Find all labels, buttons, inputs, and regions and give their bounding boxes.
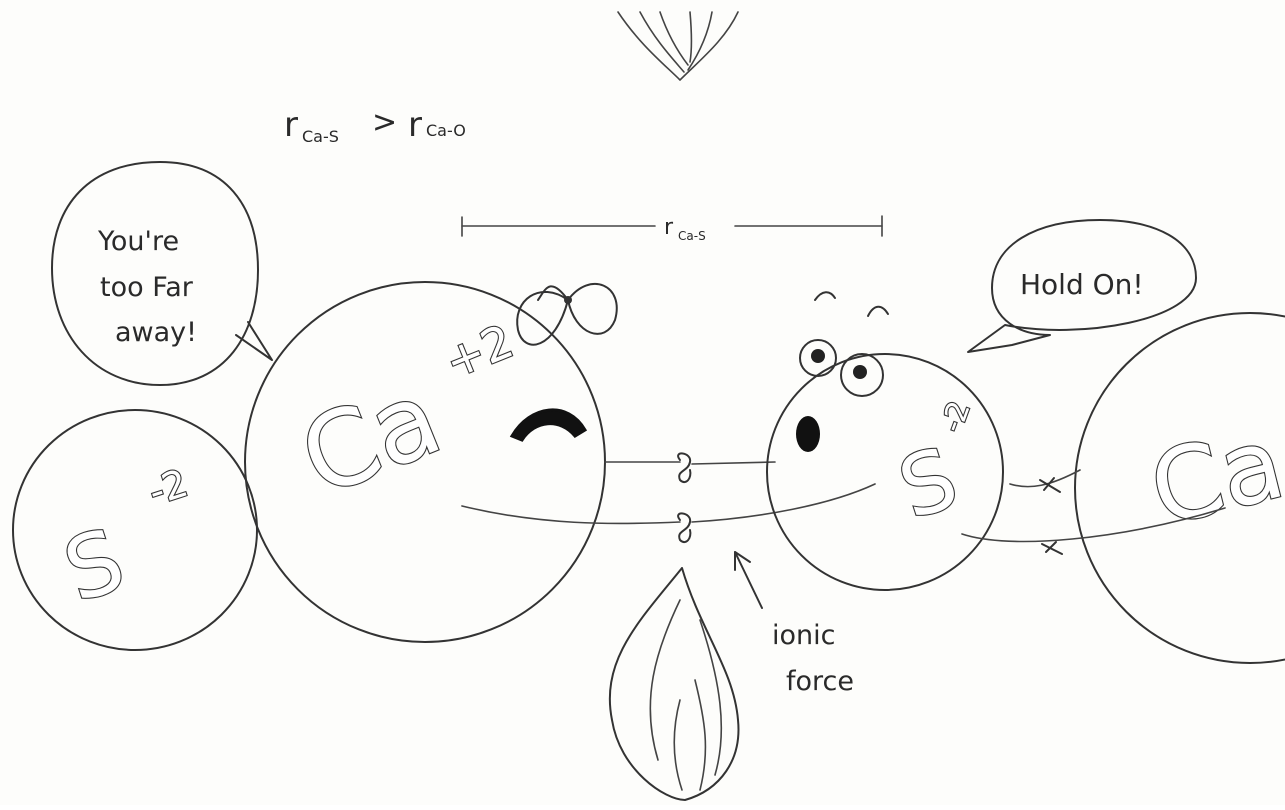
force-label-line1: ionic xyxy=(772,620,835,651)
speech-bubble-right: Hold On! xyxy=(968,220,1196,352)
s-left-symbol: S xyxy=(53,510,136,622)
r-ca-o-subscript: Ca-O xyxy=(426,121,466,140)
calcium-ion-center: Ca +2 xyxy=(245,282,680,642)
bubble-left-line2: too Far xyxy=(100,272,194,303)
bubble-right-text: Hold On! xyxy=(1020,268,1144,301)
frown-mouth xyxy=(512,410,585,440)
bottom-flame-sketch xyxy=(610,568,739,800)
distance-r-symbol: r xyxy=(664,215,674,240)
s-right-charge: -2 xyxy=(934,397,977,437)
s-left-charge: -2 xyxy=(143,461,193,515)
r-ca-s-symbol: r xyxy=(284,105,298,145)
surprised-mouth xyxy=(796,416,820,452)
force-label-line2: force xyxy=(786,666,854,697)
calcium-ion-right: Ca xyxy=(962,313,1285,663)
r-ca-s-subscript: Ca-S xyxy=(302,127,339,146)
top-flame-sketch xyxy=(618,12,738,80)
distance-bar: r Ca-S xyxy=(462,215,882,243)
sulfide-ion-left: S -2 xyxy=(13,410,257,650)
ca-center-symbol: Ca xyxy=(284,356,456,520)
bubble-left-line3: away! xyxy=(115,317,197,348)
handshake-hands xyxy=(678,453,875,542)
sulfide-ion-right: S -2 xyxy=(767,292,1003,590)
ionic-force-annotation: ionic force xyxy=(735,552,854,697)
bubble-left-line1: You're xyxy=(97,226,179,257)
greater-than-sign: > xyxy=(372,105,397,140)
ca-right-symbol: Ca xyxy=(1139,404,1285,549)
ca-center-charge: +2 xyxy=(437,314,520,389)
distance-subscript: Ca-S xyxy=(678,229,706,243)
s-right-symbol: S xyxy=(888,428,969,538)
speech-bubble-left: You're too Far away! xyxy=(52,162,272,385)
bow-decoration xyxy=(517,284,617,345)
r-ca-o-symbol: r xyxy=(408,105,422,145)
radius-comparison: r Ca-S > r Ca-O xyxy=(284,105,466,146)
